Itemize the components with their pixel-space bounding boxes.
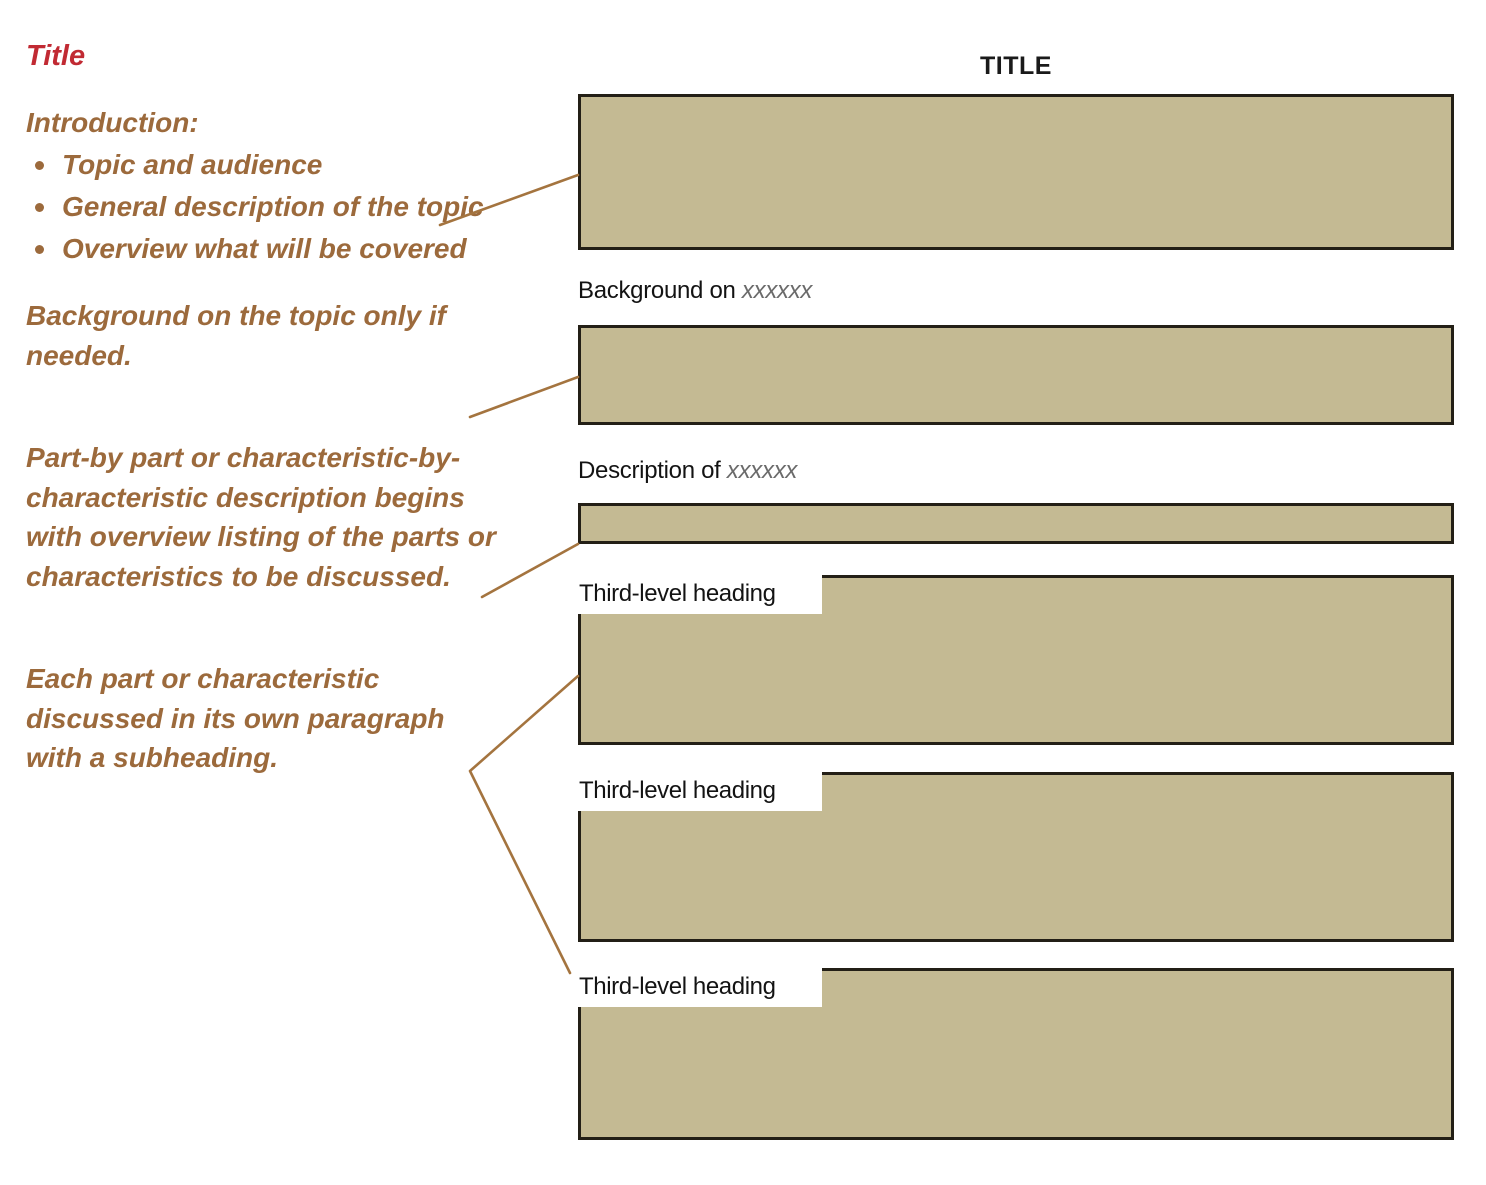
section-label-description-placeholder: xxxxxx: [726, 457, 798, 484]
annotation-column: Title Introduction: Topic and audience G…: [26, 40, 496, 778]
annotation-partbypart-note: Part-by part or characteristic-by-charac…: [26, 441, 496, 593]
heading-third-level-3-label: Third-level heading: [579, 972, 776, 1000]
list-item: Topic and audience: [26, 145, 496, 185]
section-label-description: Description of xxxxxx: [578, 457, 797, 485]
section-label-description-prefix: Description of: [578, 457, 727, 484]
heading-third-level-2: Third-level heading: [573, 770, 822, 811]
heading-third-level-3: Third-level heading: [573, 966, 822, 1007]
section-label-background: Background on xxxxxx: [578, 277, 812, 305]
page-title: TITLE: [980, 52, 1052, 80]
heading-third-level-2-label: Third-level heading: [579, 776, 776, 804]
leader-line-description: [480, 542, 580, 599]
annotation-introduction-bullets: Topic and audience General description o…: [26, 145, 496, 268]
annotation-title: Title: [26, 40, 86, 72]
annotation-introduction-group: Introduction: Topic and audience General…: [26, 103, 496, 268]
content-box-background[interactable]: [578, 325, 1454, 425]
heading-third-level-1-label: Third-level heading: [579, 579, 776, 607]
annotation-introduction-label: Introduction:: [26, 107, 199, 139]
section-label-background-placeholder: xxxxxx: [741, 277, 813, 304]
annotation-eachpart-note: Each part or characteristic discussed in…: [26, 662, 445, 774]
list-item: General description of the topic: [26, 187, 496, 227]
content-box-introduction[interactable]: [578, 94, 1454, 250]
content-box-description-overview[interactable]: [578, 503, 1454, 544]
list-item: Overview what will be covered: [26, 229, 496, 269]
spacer: [26, 597, 496, 659]
section-label-background-prefix: Background on: [578, 277, 742, 304]
spacer: [26, 376, 496, 438]
annotation-background-note: Background on the topic only if needed.: [26, 300, 446, 372]
spacer: [26, 270, 496, 296]
heading-third-level-1: Third-level heading: [573, 573, 822, 614]
